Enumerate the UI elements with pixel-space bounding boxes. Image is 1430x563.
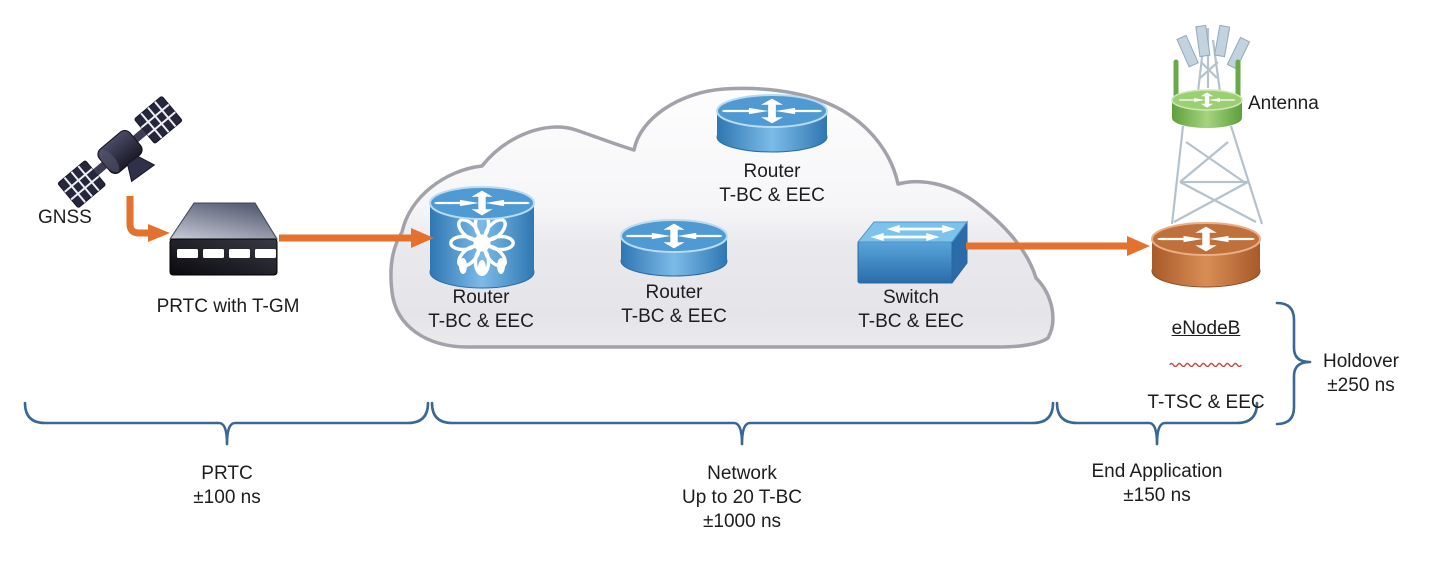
holdover-brace [1275, 301, 1312, 426]
enodeb-label: eNodeB T-TSC & EEC [1147, 293, 1264, 439]
spellcheck-squiggle-icon [1169, 362, 1242, 367]
router-mid-label: Router T-BC & EEC [621, 282, 727, 327]
router-left-icon [429, 186, 535, 289]
budget-braces [23, 301, 1312, 446]
enodeb-icon [1151, 222, 1261, 288]
network-brace [430, 401, 1055, 446]
cell-tower-icon [1170, 24, 1264, 225]
router-left-label: Router T-BC & EEC [428, 287, 534, 332]
router-snowflake-glyph [449, 210, 515, 276]
gnss-satellite-icon [56, 95, 184, 209]
router-mid-icon [620, 219, 728, 277]
end-application-brace [1055, 401, 1259, 446]
antenna-label: Antenna [1248, 93, 1319, 114]
router-top-label: Router T-BC & EEC [719, 161, 825, 206]
enodeb-name: eNodeB [1171, 318, 1241, 339]
gnss-to-prtc-arrow [126, 196, 149, 237]
end-application-budget-label: End Application ±150 ns [1091, 461, 1223, 506]
enodeb-role: T-TSC & EEC [1147, 392, 1265, 413]
gnss-label: GNSS [38, 207, 92, 228]
prtc-budget-label: PRTC ±100 ns [193, 463, 261, 508]
switch-icon [856, 220, 968, 285]
network-budget-label: Network Up to 20 T-BC ±1000 ns [681, 463, 803, 532]
antenna-disc [1171, 59, 1243, 128]
prtc-tgm-device-icon [169, 202, 278, 276]
prtc-label: PRTC with T-GM [156, 296, 300, 317]
prtc-brace [23, 401, 430, 446]
antenna-panels [1176, 24, 1251, 70]
router-top-icon [716, 94, 828, 153]
switch-label: Switch T-BC & EEC [858, 287, 964, 332]
flow-arrows [126, 196, 1150, 256]
holdover-budget-label: Holdover ±250 ns [1322, 351, 1400, 396]
